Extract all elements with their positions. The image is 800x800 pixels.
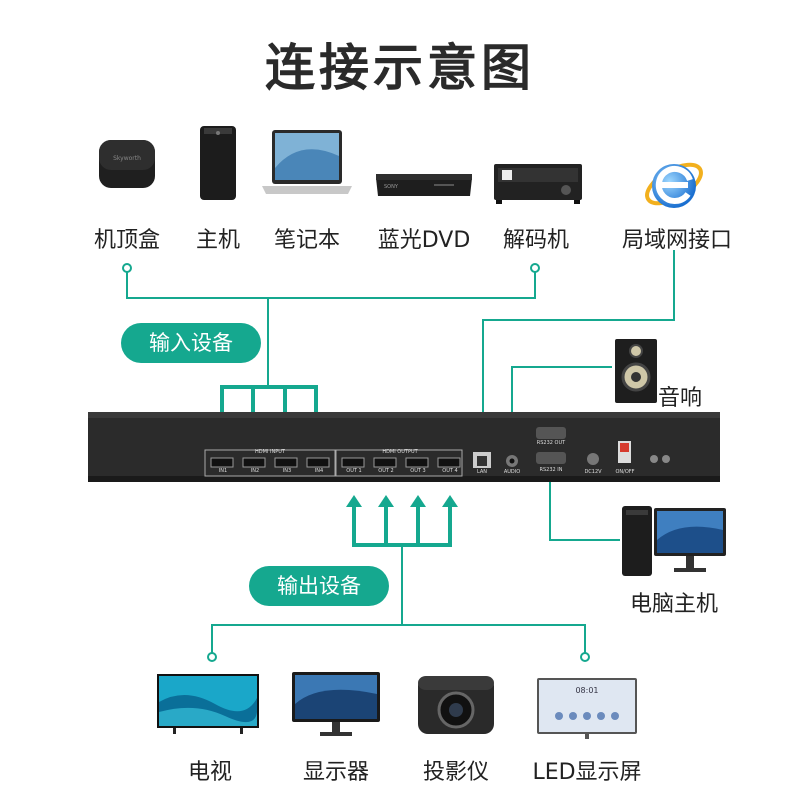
display-label-tv: 电视	[187, 760, 232, 785]
source-label-set-top-box: 机顶盒	[93, 228, 160, 253]
svg-text:Skyworth: Skyworth	[113, 155, 141, 162]
source-label-bluray: 蓝光DVD	[377, 228, 471, 253]
internet-explorer-icon	[640, 150, 708, 218]
port-in1-label: IN1	[218, 468, 228, 474]
speaker-label: 音响	[658, 386, 703, 411]
set-top-box-icon: Skyworth	[95, 130, 159, 194]
source-label-decoder: 解码机	[502, 228, 569, 253]
port-rs232-in-label: RS232 IN	[539, 467, 563, 473]
hdmi-matrix-device: HDMI INPUT HDMI OUTPUT IN1 IN2 IN3 IN4 O…	[88, 412, 720, 482]
page-title: 连接示意图	[265, 39, 535, 97]
port-out2-label: OUT 2	[378, 468, 394, 474]
tv-icon	[155, 672, 261, 736]
source-label-laptop: 笔记本	[273, 228, 340, 253]
port-in4-label: IN4	[314, 468, 324, 474]
port-in3-label: IN3	[282, 468, 292, 474]
connector-dot	[122, 263, 132, 273]
source-label-host: 主机	[195, 228, 240, 253]
port-dc-label: DC12V	[584, 469, 602, 475]
connector-dot	[580, 652, 590, 662]
connector-dot	[530, 263, 540, 273]
decoder-icon	[492, 158, 584, 206]
port-out1-label: OUT 1	[346, 468, 362, 474]
output-arrows	[346, 495, 458, 507]
port-lan-label: LAN	[476, 469, 488, 475]
monitor-icon	[290, 670, 382, 740]
led-screen-icon: 08:01	[535, 676, 639, 740]
output-devices-badge: 输出设备	[249, 566, 389, 606]
port-rs232-out-label: RS232 OUT	[536, 440, 566, 446]
port-in2-label: IN2	[250, 468, 260, 474]
display-label-led: LED显示屏	[532, 760, 642, 785]
pc-label: 电脑主机	[629, 592, 718, 617]
display-label-monitor: 显示器	[302, 760, 369, 785]
hdmi-input-label: HDMI INPUT	[255, 449, 285, 455]
speaker-icon	[613, 337, 659, 405]
desktop-tower-icon	[196, 124, 240, 204]
input-devices-badge: 输入设备	[121, 323, 261, 363]
port-audio-label: AUDIO	[503, 469, 521, 475]
connector-dot	[207, 652, 217, 662]
port-out4-label: OUT 4	[442, 468, 458, 474]
port-power-label: ON/OFF	[615, 469, 635, 475]
port-out3-label: OUT 3	[410, 468, 426, 474]
led-time: 08:01	[575, 686, 599, 695]
display-label-projector: 投影仪	[422, 760, 489, 785]
desktop-pc-icon	[620, 500, 730, 580]
svg-text:SONY: SONY	[384, 184, 399, 190]
hdmi-output-label: HDMI OUTPUT	[382, 449, 418, 455]
source-label-lan: 局域网接口	[621, 228, 732, 253]
bluray-player-icon: SONY	[374, 168, 474, 202]
laptop-icon	[260, 128, 354, 200]
projector-icon	[410, 672, 502, 740]
